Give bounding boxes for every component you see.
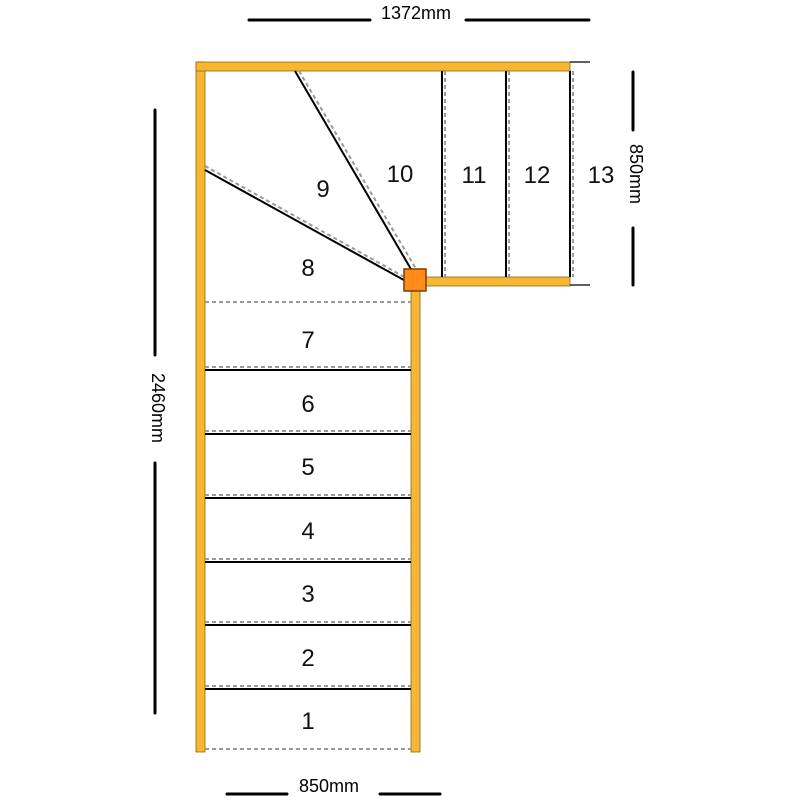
step-number-5: 5 bbox=[301, 454, 314, 481]
dimension-label-total-length: 2460mm bbox=[148, 373, 168, 443]
dimension-top-width: 1372mm bbox=[247, 3, 591, 23]
step-numbers: 1 2 3 4 5 6 7 8 9 10 11 12 13 bbox=[301, 161, 614, 735]
step-number-1: 1 bbox=[301, 708, 314, 735]
stringers bbox=[195, 61, 571, 753]
dimension-label-landing-depth: 850mm bbox=[626, 144, 646, 204]
winder-nosing bbox=[204, 165, 409, 280]
step-number-6: 6 bbox=[301, 391, 314, 418]
winder-line bbox=[204, 169, 412, 285]
dimension-bottom-width: 850mm bbox=[225, 776, 442, 796]
winder-line bbox=[294, 70, 416, 277]
step-number-13: 13 bbox=[588, 162, 615, 189]
step-number-3: 3 bbox=[301, 581, 314, 608]
dimension-total-length: 2460mm bbox=[148, 108, 168, 715]
top-outer-stringer bbox=[195, 61, 571, 72]
step-number-7: 7 bbox=[301, 327, 314, 354]
dimension-landing-depth: 850mm bbox=[626, 70, 646, 287]
left-outer-stringer bbox=[195, 61, 206, 753]
inner-horizontal-stringer bbox=[410, 276, 571, 287]
step-number-4: 4 bbox=[301, 518, 314, 545]
step-number-10: 10 bbox=[387, 161, 414, 188]
winder-treads bbox=[204, 70, 420, 285]
flight-treads bbox=[205, 301, 411, 750]
newel-post bbox=[403, 268, 427, 292]
step-number-8: 8 bbox=[301, 255, 314, 282]
winder-nosing bbox=[298, 70, 420, 275]
inner-vertical-stringer bbox=[410, 279, 421, 753]
step-number-11: 11 bbox=[462, 162, 487, 189]
dimension-label-bottom-width: 850mm bbox=[299, 776, 359, 796]
step-number-9: 9 bbox=[316, 176, 329, 203]
step-number-2: 2 bbox=[301, 645, 314, 672]
step-number-12: 12 bbox=[524, 162, 551, 189]
dimension-label-top-width: 1372mm bbox=[381, 3, 451, 23]
top-flight-treads bbox=[441, 61, 590, 286]
